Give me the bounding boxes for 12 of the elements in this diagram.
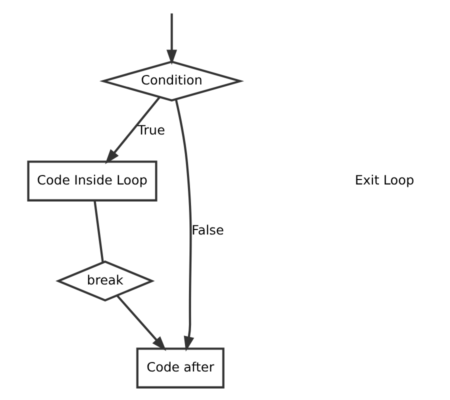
arrow bbox=[104, 96, 160, 164]
edge-label: True bbox=[137, 123, 165, 138]
arrow bbox=[174, 99, 194, 352]
node-diamond: Condition bbox=[98, 60, 244, 102]
node-box: Code after bbox=[136, 348, 224, 388]
arrow bbox=[116, 294, 166, 352]
node-diamond: break bbox=[55, 260, 154, 302]
edge-label: False bbox=[191, 223, 224, 238]
label: Exit Loop bbox=[354, 173, 414, 188]
arrow bbox=[166, 13, 177, 65]
connector bbox=[93, 200, 104, 263]
node-box: Code Inside Loop bbox=[26, 160, 157, 202]
